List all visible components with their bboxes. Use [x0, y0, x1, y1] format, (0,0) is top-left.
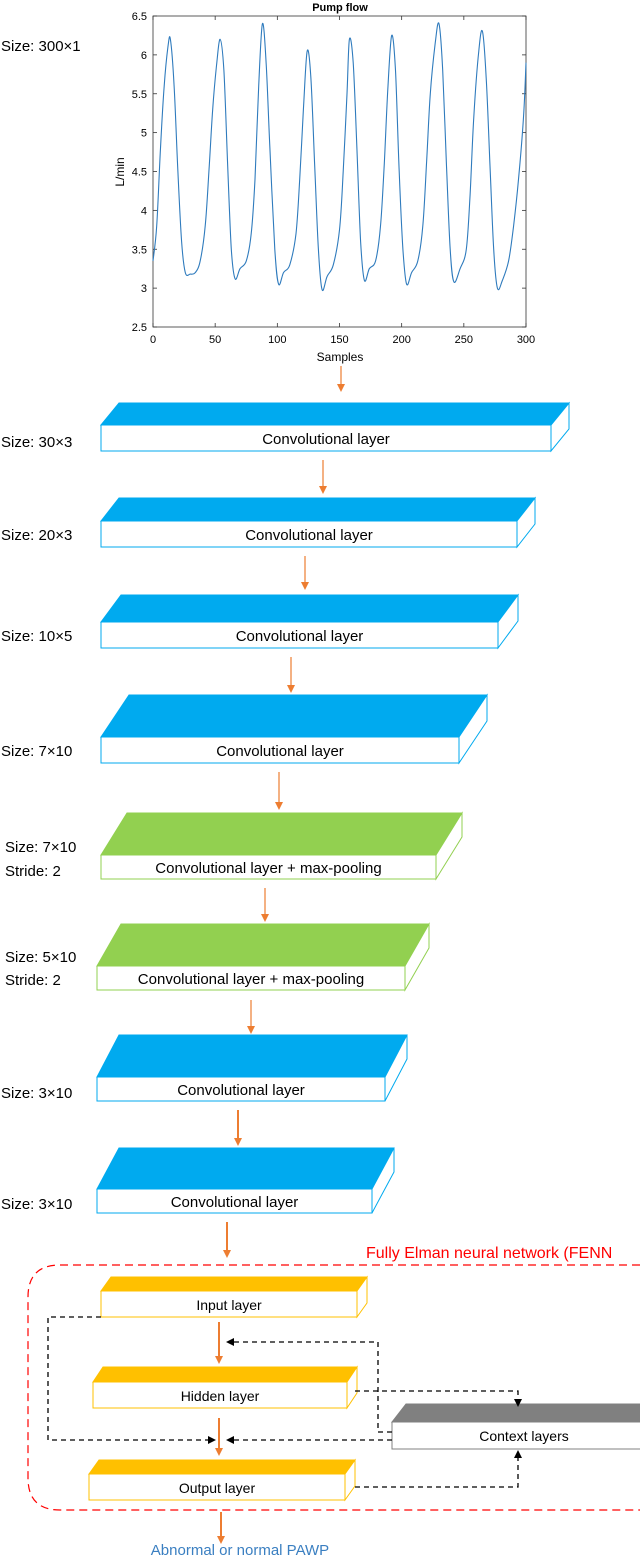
output-layer-label: Output layer: [179, 1480, 256, 1496]
conv-layer-5-top-face: [100, 812, 463, 856]
chart-y-tick-label: 2.5: [132, 322, 147, 334]
chart-x-ticks: 0 50 100 150 200 250 300: [150, 16, 535, 346]
conv-layer-8-top-face: [96, 1147, 395, 1190]
conv-layer-6: Convolutional layer + max-pooling: [96, 922, 430, 992]
chart-y-tick-label: 3.5: [132, 244, 147, 256]
conv-layer-3-front-face: [100, 621, 499, 649]
conv-layer-1-front-face: [100, 424, 552, 452]
chart-x-tick-label: 250: [455, 334, 473, 346]
chart-y-tick-label: 5: [141, 128, 147, 140]
conv-layer-2-label: Convolutional layer: [245, 527, 373, 544]
conv-layer-7-front-face: [96, 1076, 386, 1102]
conv-layer-6-front-face: [96, 965, 406, 991]
conv-layer-2-front-face: [100, 520, 518, 548]
chart-y-tick-label: 6: [141, 50, 147, 62]
chart-plot-area: [152, 15, 527, 328]
chart-x-tick-label: 150: [330, 334, 348, 346]
size-label-conv8: Size: 3×10: [1, 1196, 73, 1213]
pump-flow-chart: Pump flow Samples L/min 0 50 100 150 200 250 3…: [113, 2, 535, 364]
conv-layer-4-front-face: [100, 736, 460, 764]
conv-layer-4-label: Convolutional layer: [216, 743, 344, 760]
conv-layer-2-top-face: [99, 497, 537, 522]
output-layer-top-face: [88, 1459, 356, 1475]
chart-y-tick-label: 6.5: [132, 11, 147, 23]
conv-layer-7-top-face: [96, 1034, 408, 1078]
conv-layer-4: Convolutional layer: [100, 693, 488, 765]
stride-label-conv5: Stride: 2: [5, 863, 61, 880]
chart-x-tick-label: 50: [209, 334, 221, 346]
size-label-conv5: Size: 7×10: [5, 839, 77, 856]
output-layer-front-face: [88, 1473, 346, 1501]
conv-layer-7-label: Convolutional layer: [177, 1082, 305, 1099]
hidden-layer-top-face: [92, 1366, 358, 1383]
context-to-input-connection: [226, 1338, 392, 1433]
input-layer-front-face: [100, 1290, 358, 1318]
conv-layer-3: Convolutional layer: [100, 593, 519, 650]
output-layer: Output layer: [88, 1458, 356, 1502]
size-label-conv7: Size: 3×10: [1, 1085, 73, 1102]
conv-layer-5-front-face: [100, 854, 437, 880]
chart-x-tick-label: 100: [268, 334, 286, 346]
recurrent-connections: [47, 1316, 522, 1488]
conv-layer-3-label: Convolutional layer: [236, 628, 364, 645]
chart-x-tick-label: 0: [150, 334, 156, 346]
size-label-conv3: Size: 10×5: [1, 628, 73, 645]
flow-arrows: [215, 366, 345, 1544]
conv-layer-5-label: Convolutional layer + max-pooling: [155, 860, 381, 877]
conv-layer-7: Convolutional layer: [96, 1034, 408, 1102]
conv-layer-1: Convolutional layer: [99, 401, 571, 453]
chart-x-tick-label: 300: [517, 334, 535, 346]
size-label-conv1: Size: 30×3: [1, 434, 73, 451]
chart-ylabel: L/min: [113, 157, 127, 186]
hidden-layer: Hidden layer: [92, 1365, 358, 1410]
hidden-layer-front-face: [92, 1381, 348, 1409]
conv-layer-5: Convolutional layer + max-pooling: [100, 811, 463, 881]
pump-flow-series-line: [152, 22, 527, 292]
chart-y-tick-label: 4.5: [132, 167, 147, 179]
chart-y-tick-label: 4: [141, 205, 147, 217]
chart-title: Pump flow: [312, 2, 368, 14]
size-label-conv6: Size: 5×10: [5, 949, 77, 966]
size-label-input: Size: 300×1: [1, 38, 81, 55]
fenn-dashed-border: [27, 1264, 640, 1511]
conv-layer-8-label: Convolutional layer: [171, 1194, 299, 1211]
input-layer-label: Input layer: [196, 1297, 262, 1313]
size-label-conv2: Size: 20×3: [1, 527, 73, 544]
context-layers-top-face: [390, 1403, 640, 1423]
chart-x-tick-label: 200: [392, 334, 410, 346]
stride-label-conv6: Stride: 2: [5, 972, 61, 989]
conv-layer-3-top-face: [100, 594, 519, 623]
context-layers-front-face: [391, 1421, 640, 1450]
context-layers-label: Context layers: [479, 1428, 568, 1444]
hidden-to-context-connection: [355, 1390, 522, 1407]
hidden-layer-label: Hidden layer: [181, 1388, 260, 1404]
conv-layer-8-front-face: [96, 1188, 373, 1214]
conv-layer-6-top-face: [96, 923, 430, 967]
chart-y-tick-label: 3: [141, 283, 147, 295]
output-label: Abnormal or normal PAWP: [151, 1542, 329, 1557]
input-layer-top-face: [100, 1276, 368, 1292]
size-label-conv4: Size: 7×10: [1, 743, 73, 760]
conv-layer-1-label: Convolutional layer: [262, 431, 390, 448]
chart-y-tick-label: 5.5: [132, 89, 147, 101]
fenn-container: Fully Elman neural network (FENN: [27, 1245, 640, 1511]
conv-layer-6-label: Convolutional layer + max-pooling: [138, 971, 364, 988]
context-layers-block: Context layers: [390, 1403, 640, 1450]
conv-layer-8: Convolutional layer: [96, 1147, 395, 1214]
fenn-title: Fully Elman neural network (FENN: [366, 1245, 612, 1262]
conv-layer-4-top-face: [100, 694, 488, 738]
input-layer: Input layer: [100, 1275, 368, 1319]
output-to-context-connection: [355, 1450, 522, 1488]
conv-layer-2: Convolutional layer: [99, 496, 537, 549]
conv-layer-1-top-face: [99, 402, 571, 426]
chart-xlabel: Samples: [317, 350, 364, 364]
chart-y-ticks: 2.5 3 3.5 4 4.5 5 5.5 6 6.5: [132, 11, 526, 334]
